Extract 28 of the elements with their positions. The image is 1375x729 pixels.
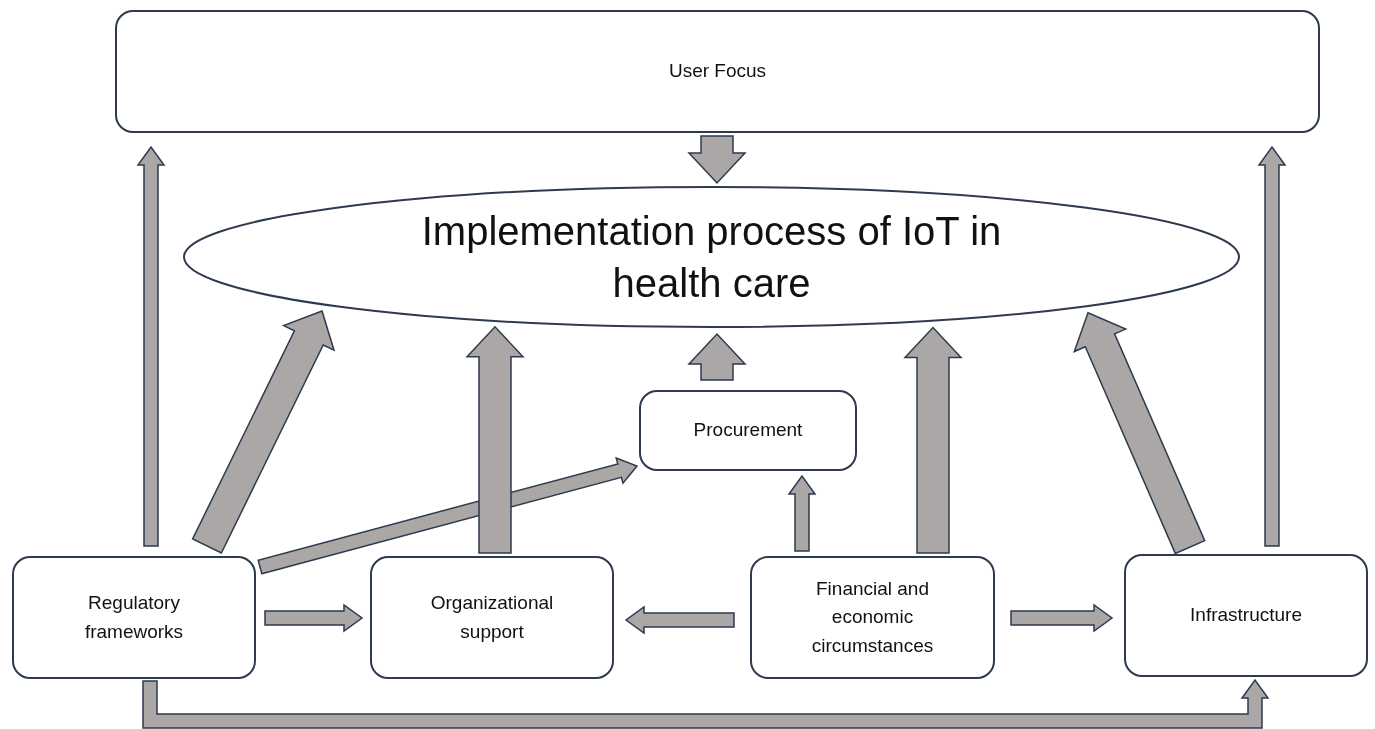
block-arrow [624,605,735,635]
block-arrow [465,325,525,554]
block-arrow [687,332,747,381]
process-ellipse [183,186,1240,328]
process-box [639,390,857,471]
block-arrow [136,145,166,547]
node-label: Organizational support [429,591,555,644]
process-box [12,556,256,679]
block-arrow [264,603,364,633]
block-arrow [1010,603,1114,633]
block-arrow [903,326,963,554]
block-arrow [687,135,747,185]
block-arrow [1257,145,1287,547]
node-label: Financial and economic circumstances [810,576,935,658]
node-label: Implementation process of IoT in health care [420,208,1003,307]
process-box [750,556,995,679]
block-arrow [787,474,817,552]
block-arrow [257,456,639,575]
process-box [370,556,614,679]
node-label: User Focus [668,59,767,84]
block-arrow [1073,311,1206,555]
node-label: Regulatory frameworks [83,591,185,644]
block-arrow [191,310,336,554]
process-box [115,10,1320,133]
process-box [1124,554,1368,677]
node-label: Procurement [693,418,803,443]
node-label: Infrastructure [1190,603,1302,628]
block-arrow [142,678,1270,729]
